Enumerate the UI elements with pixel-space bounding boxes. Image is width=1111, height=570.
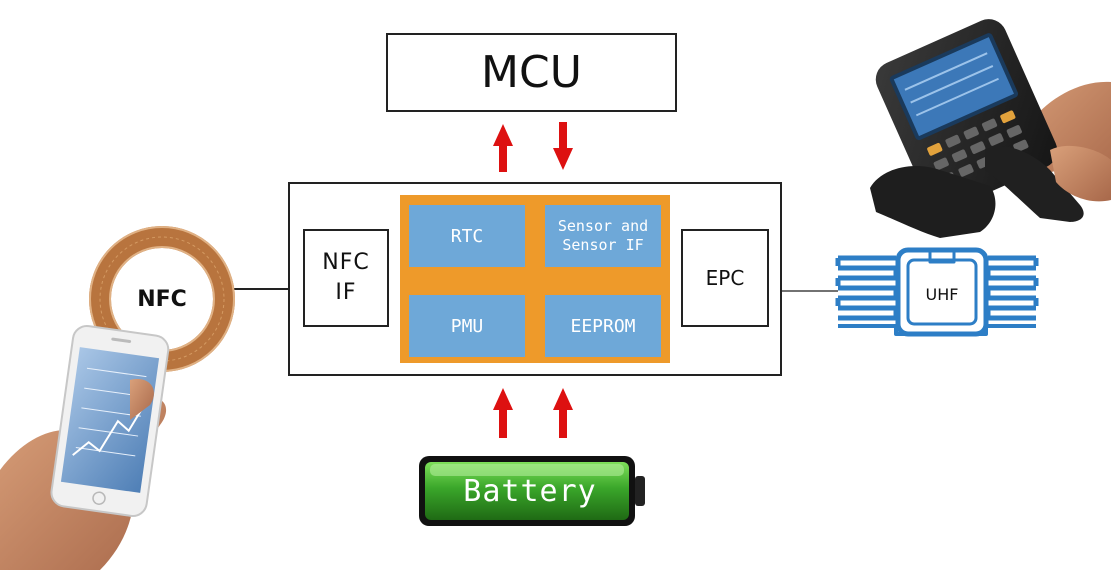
uhf-antenna-icon xyxy=(835,247,1039,337)
eeprom-cell: EEPROM xyxy=(545,295,661,357)
arrow-down-from-mcu xyxy=(553,122,573,170)
battery-icon xyxy=(419,456,645,526)
arrow-up-from-battery-left xyxy=(493,388,513,438)
mcu-block xyxy=(386,33,677,112)
arrow-up-from-battery-right xyxy=(553,388,573,438)
arrow-up-to-mcu xyxy=(493,124,513,172)
nfc-coil-label: NFC xyxy=(137,286,187,312)
nfc-if-label: NFC IF xyxy=(322,250,370,305)
smartphone-in-hand-icon xyxy=(0,325,170,570)
uhf-antenna-label: UHF xyxy=(925,284,959,304)
mcu-label: MCU xyxy=(481,47,582,98)
nfc-if-block xyxy=(303,229,389,327)
pmu-cell: PMU xyxy=(409,295,525,357)
handheld-rfid-scanner-icon xyxy=(870,19,1111,238)
nfc-coil-icon xyxy=(89,226,235,372)
battery-label: Battery xyxy=(463,473,597,509)
rtc-cell: RTC xyxy=(409,205,525,267)
epc-label: EPC xyxy=(705,266,745,290)
sensor-cell: Sensor and Sensor IF xyxy=(545,205,661,267)
epc-block xyxy=(681,229,769,327)
